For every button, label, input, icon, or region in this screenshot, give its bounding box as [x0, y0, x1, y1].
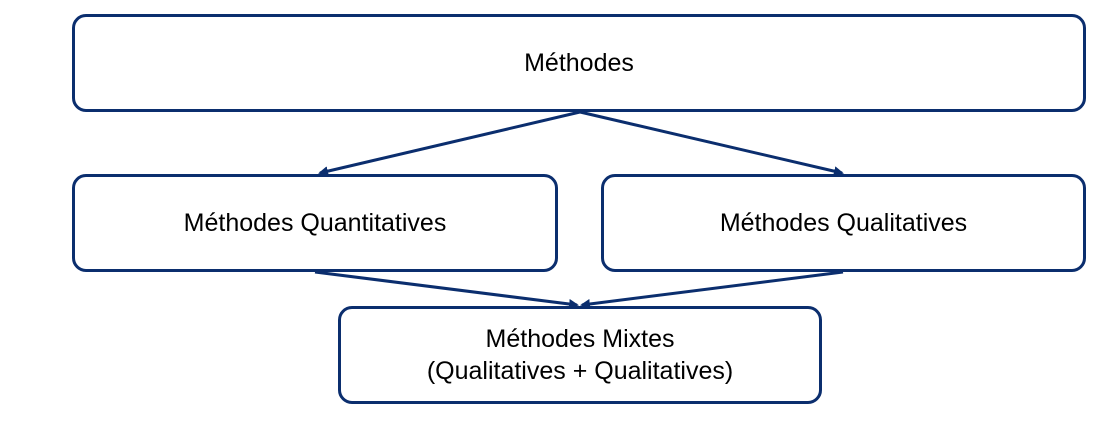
node-qualitative-methods: Méthodes Qualitatives — [601, 174, 1086, 272]
node-mixed-methods-title: Méthodes Mixtes — [485, 324, 675, 353]
node-mixed-methods: Méthodes Mixtes (Qualitatives + Qualitat… — [338, 306, 822, 404]
node-quantitative-methods-label: Méthodes Quantitatives — [183, 208, 447, 237]
edge-quantitative-to-mixed — [314, 270, 579, 309]
node-methods-label: Méthodes — [524, 48, 634, 77]
edge-root-to-qualitative — [579, 110, 844, 177]
edge-qualitative-to-mixed — [580, 270, 844, 309]
edge-root-to-quantitative — [318, 110, 581, 177]
node-quantitative-methods: Méthodes Quantitatives — [72, 174, 558, 272]
node-methods: Méthodes — [72, 14, 1086, 112]
node-qualitative-methods-label: Méthodes Qualitatives — [719, 208, 968, 237]
node-mixed-methods-subtitle: (Qualitatives + Qualitatives) — [426, 357, 734, 385]
